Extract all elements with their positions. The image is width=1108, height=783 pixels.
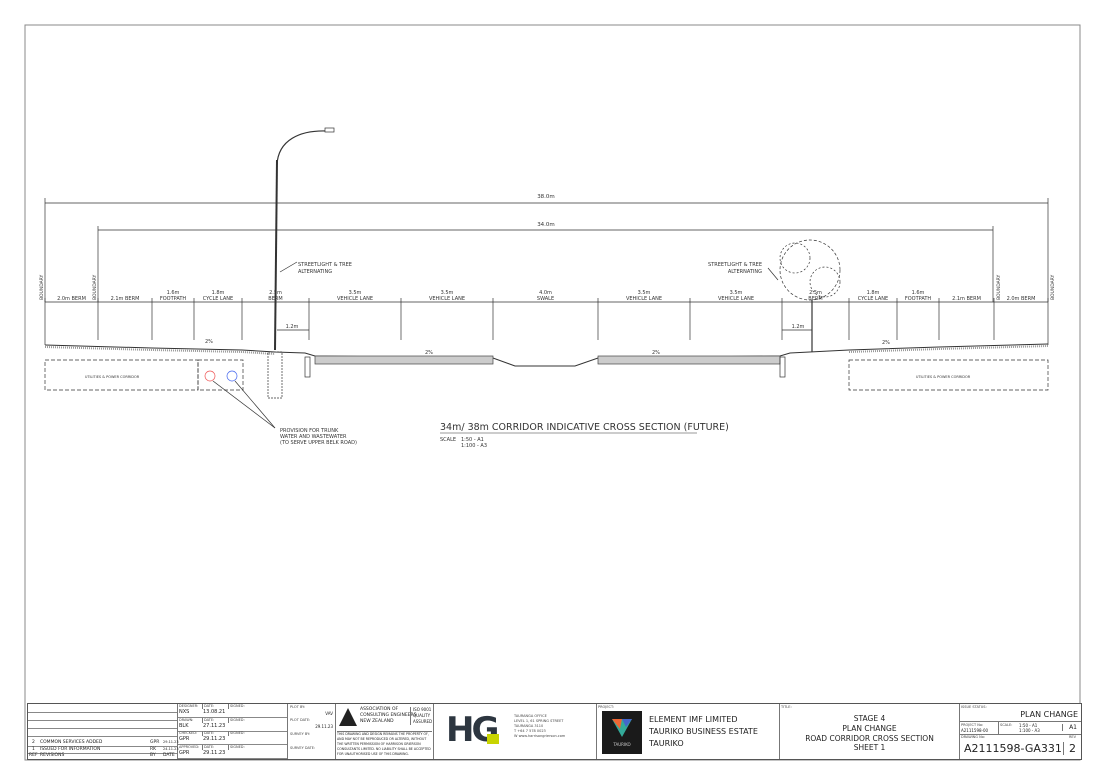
plot-survey-info: PLOT BY:VAV PLOT DATE:29.11.23 SURVEY BY… bbox=[288, 704, 336, 759]
offset-label: 1.2m bbox=[792, 324, 805, 330]
segment-width: 3.5m bbox=[441, 290, 454, 296]
cross-section bbox=[44, 127, 1049, 429]
pavement-left bbox=[314, 355, 494, 365]
pavement-right bbox=[597, 355, 781, 365]
boundary-label: BOUNDARY bbox=[1050, 274, 1056, 300]
boundary-label: BOUNDARY bbox=[996, 274, 1002, 300]
tree-icon bbox=[779, 239, 841, 352]
segment-label: VEHICLE LANE bbox=[718, 296, 754, 302]
segment-width: 1.8m bbox=[867, 290, 880, 296]
segment-width: 1.6m bbox=[167, 290, 180, 296]
segment-label: VEHICLE LANE bbox=[429, 296, 465, 302]
ground-line bbox=[44, 343, 1049, 367]
slope-label: 2% bbox=[205, 339, 213, 345]
segment-width: 4.0m bbox=[539, 290, 552, 296]
tauriko-logo: TAURIKO bbox=[602, 711, 642, 754]
section-title: 34m/ 38m CORRIDOR INDICATIVE CROSS SECTI… bbox=[440, 422, 729, 433]
acenz-logo bbox=[339, 708, 357, 726]
segment-label: SWALE bbox=[537, 296, 554, 302]
segment-width: 1.8m bbox=[212, 290, 225, 296]
segment-label: 2.1m BERM bbox=[111, 296, 140, 302]
segment-label: 2.1m BERM bbox=[952, 296, 981, 302]
segment-label: 2.0m BERM bbox=[57, 296, 86, 302]
water-pipe-icon bbox=[204, 370, 216, 382]
segment-label: 2.0m BERM bbox=[1007, 296, 1036, 302]
drawing-info: ISSUE STATUS: PLAN CHANGE PROJECT No: A2… bbox=[960, 704, 1081, 759]
segment-width: 2.5m bbox=[269, 290, 282, 296]
overall-dim-34: 34.0m bbox=[537, 222, 555, 228]
drawing-number: A2111598-GA331 bbox=[964, 742, 1062, 755]
segment-label: FOOTPATH bbox=[160, 296, 187, 302]
revision-number: 2 bbox=[1063, 742, 1076, 755]
issue-status: PLAN CHANGE bbox=[1020, 710, 1078, 719]
copyright-note: THIS DRAWING AND DESIGN REMAINS THE PROP… bbox=[337, 731, 432, 756]
slope-label: 2% bbox=[652, 350, 660, 356]
overall-dim-38: 38.0m bbox=[537, 194, 555, 200]
wastewater-pipe-icon bbox=[226, 370, 238, 382]
segment-label: BERM bbox=[808, 296, 822, 302]
segment-width: 2.5m bbox=[809, 290, 822, 296]
segment-label: BERM bbox=[268, 296, 282, 302]
offset-label: 1.2m bbox=[286, 324, 299, 330]
segment-width: 3.5m bbox=[730, 290, 743, 296]
utilities-label: UTILITIES & POWER CORRIDOR bbox=[85, 375, 140, 379]
segment-width: 1.6m bbox=[912, 290, 925, 296]
slope-label: 2% bbox=[425, 350, 433, 356]
utilities-corridor-right bbox=[848, 359, 1049, 391]
streetlight-icon bbox=[267, 127, 335, 399]
boundary-label: BOUNDARY bbox=[39, 274, 45, 300]
segment-label: CYCLE LANE bbox=[203, 296, 233, 302]
segment-width: 3.5m bbox=[349, 290, 362, 296]
slope-label: 2% bbox=[882, 340, 890, 346]
segment-label: VEHICLE LANE bbox=[337, 296, 373, 302]
segment-width: 3.5m bbox=[638, 290, 651, 296]
segment-label: CYCLE LANE bbox=[858, 296, 888, 302]
utilities-label: UTILITIES & POWER CORRIDOR bbox=[916, 375, 971, 379]
segment-label: VEHICLE LANE bbox=[626, 296, 662, 302]
boundary-label: BOUNDARY bbox=[92, 274, 98, 300]
sheet-border bbox=[24, 24, 1081, 761]
segment-label: FOOTPATH bbox=[905, 296, 932, 302]
